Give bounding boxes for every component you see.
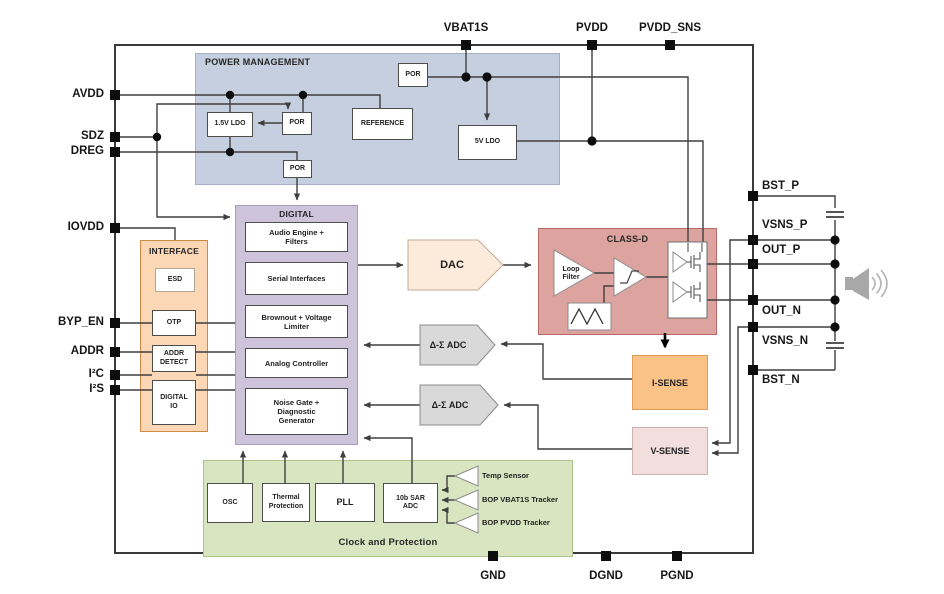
pin-label-out-p: OUT_P xyxy=(762,244,801,256)
pin-avdd xyxy=(110,90,120,100)
pin-label-iovdd: IOVDD xyxy=(67,221,104,233)
pin-label-vbat1s: VBAT1S xyxy=(443,22,489,34)
pin-i2s xyxy=(110,385,120,395)
pin-dgnd xyxy=(601,551,611,561)
pin-pvdd xyxy=(587,40,597,50)
pin-byp-en xyxy=(110,318,120,328)
pin-label-i2s: I²S xyxy=(89,383,104,395)
brownout-box: Brownout + Voltage Limiter xyxy=(245,305,348,338)
pin-pvdd-sns xyxy=(665,40,675,50)
pin-label-pvdd-sns: PVDD_SNS xyxy=(639,22,701,34)
dac-label: DAC xyxy=(440,258,464,271)
i-sense-block: I-SENSE xyxy=(632,355,708,410)
pin-out-p xyxy=(748,259,758,269)
osc-box: OSC xyxy=(207,483,253,523)
serial-interfaces-box: Serial Interfaces xyxy=(245,262,348,295)
bst-n-capacitor xyxy=(826,342,844,349)
pin-label-addr: ADDR xyxy=(70,345,104,357)
pin-label-byp-en: BYP_EN xyxy=(57,316,104,328)
pin-vsns-p xyxy=(748,235,758,245)
adc-top-label: Δ-Σ ADC xyxy=(429,339,467,350)
pin-label-vsns-p: VSNS_P xyxy=(762,219,808,231)
audio-engine-box: Audio Engine + Filters xyxy=(245,222,348,252)
pin-vsns-n xyxy=(748,322,758,332)
pin-label-i2c: I²C xyxy=(88,368,104,380)
sar-adc-box: 10b SAR ADC xyxy=(383,483,438,523)
v-sense-block: V-SENSE xyxy=(632,427,708,475)
addr-detect-box: ADDR DETECT xyxy=(152,345,196,372)
noise-gate-box: Noise Gate + Diagnostic Generator xyxy=(245,388,348,435)
pin-label-avdd: AVDD xyxy=(72,88,104,100)
bst-p-capacitor xyxy=(826,211,844,218)
por-mid-box: POR xyxy=(282,112,312,135)
clock-protection-title: Clock and Protection xyxy=(338,537,438,548)
pin-iovdd xyxy=(110,223,120,233)
pin-label-vsns-n: VSNS_N xyxy=(762,335,809,347)
v-sense-label: V-SENSE xyxy=(650,446,690,456)
pin-out-n xyxy=(748,295,758,305)
pin-sdz xyxy=(110,132,120,142)
temp-sensor-label: Temp Sensor xyxy=(482,471,529,480)
digital-title: DIGITAL xyxy=(279,209,314,219)
pin-dreg xyxy=(110,147,120,157)
pin-pgnd xyxy=(672,551,682,561)
interface-title: INTERFACE xyxy=(149,246,199,256)
reference-box: REFERENCE xyxy=(352,108,413,140)
pin-addr xyxy=(110,347,120,357)
i-sense-label: I-SENSE xyxy=(651,377,688,388)
pin-bst-p xyxy=(748,191,758,201)
pll-box: PLL xyxy=(315,483,375,522)
pin-label-bst-n: BST_N xyxy=(762,374,800,386)
power-management-title: POWER MANAGEMENT xyxy=(205,57,311,67)
por-bottom-box: POR xyxy=(283,160,312,178)
analog-controller-box: Analog Controller xyxy=(245,348,348,378)
digital-io-box: DIGITAL IO xyxy=(152,380,196,425)
esd-box: ESD xyxy=(155,268,195,292)
class-d-title: CLASS-D xyxy=(606,234,649,244)
thermal-protection-box: Thermal Protection xyxy=(262,483,310,522)
otp-box: OTP xyxy=(152,310,196,336)
bop-vbat1s-label: BOP VBAT1S Tracker xyxy=(482,495,559,504)
speaker-icon xyxy=(845,268,888,300)
bop-pvdd-label: BOP PVDD Tracker xyxy=(482,518,550,527)
pin-i2c xyxy=(110,370,120,380)
pin-label-gnd: GND xyxy=(480,570,506,582)
pin-label-pgnd: PGND xyxy=(660,570,694,582)
pin-label-bst-p: BST_P xyxy=(762,180,800,192)
pin-bst-n xyxy=(748,365,758,375)
pin-label-dgnd: DGND xyxy=(589,570,623,582)
pin-label-out-n: OUT_N xyxy=(762,305,801,317)
ldo-1v5-box: 1.5V LDO xyxy=(207,112,253,137)
ldo-5v-box: 5V LDO xyxy=(458,125,517,160)
loop-filter-label: Loop Filter xyxy=(562,265,580,281)
pin-label-sdz: SDZ xyxy=(81,130,104,142)
pin-label-dreg: DREG xyxy=(70,145,104,157)
por-top-box: POR xyxy=(398,63,428,87)
pin-label-pvdd: PVDD xyxy=(576,22,608,34)
pin-gnd xyxy=(488,551,498,561)
adc-bottom-label: Δ-Σ ADC xyxy=(431,399,469,410)
pin-vbat1s xyxy=(461,40,471,50)
